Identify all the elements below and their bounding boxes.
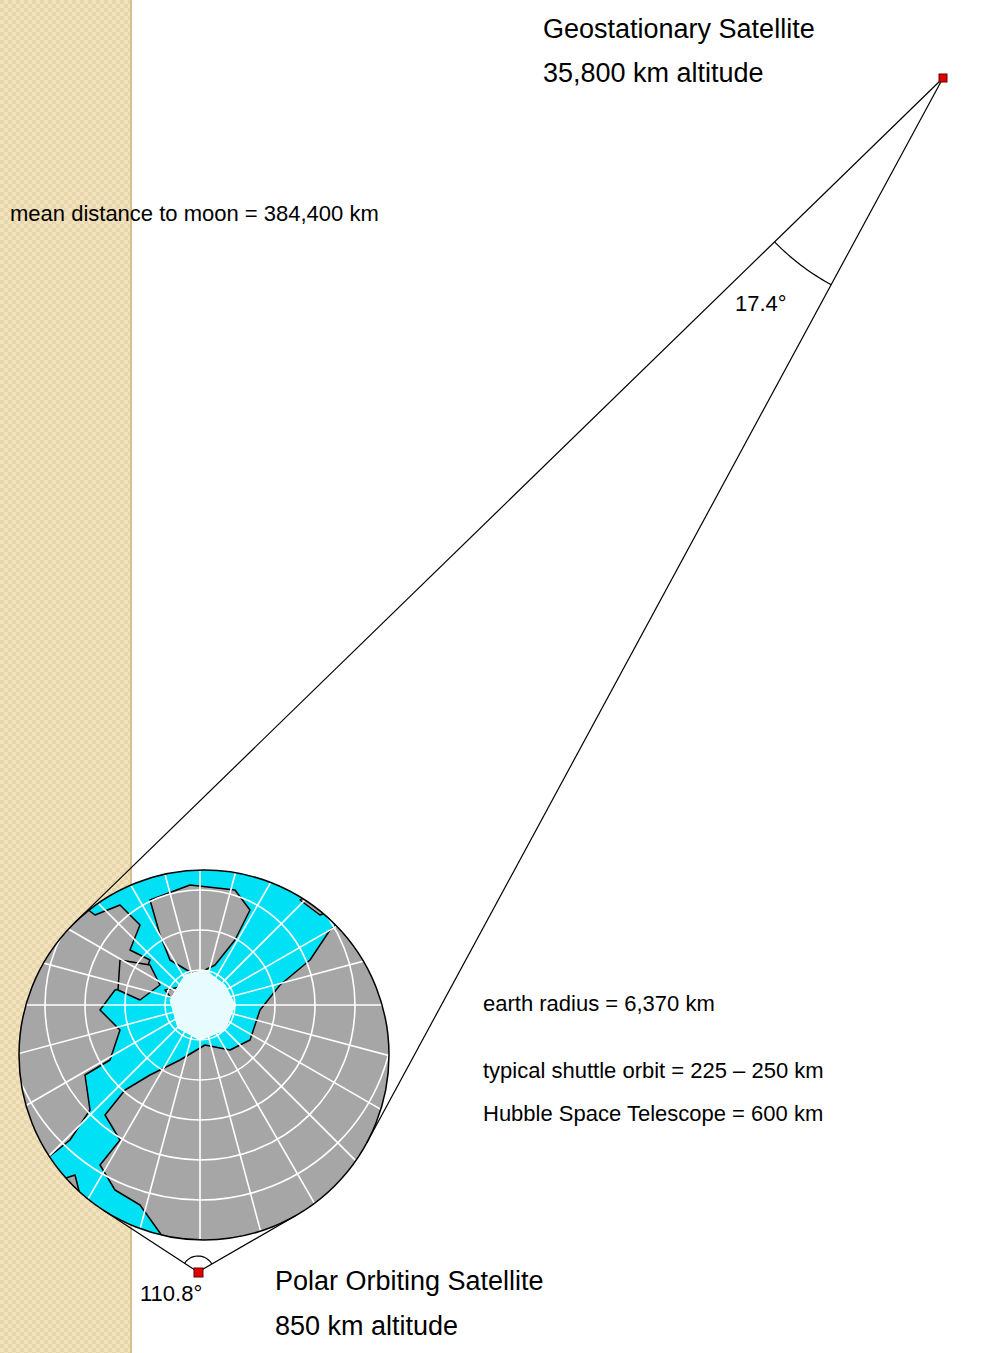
earth-globe (0, 605, 600, 1353)
note-label: Hubble Space Telescope = 600 km (483, 1101, 823, 1126)
angle-arc (775, 242, 832, 285)
view-lines (75, 78, 943, 1272)
view-line (198, 1215, 296, 1272)
view-line (367, 78, 943, 1143)
note-label: earth radius = 6,370 km (483, 991, 715, 1016)
satellite-name: Polar Orbiting Satellite (275, 1266, 544, 1297)
note-label: mean distance to moon = 384,400 km (10, 201, 379, 226)
altitude-label: 35,800 km altitude (543, 58, 764, 89)
view-line (103, 1210, 198, 1272)
satellite-name: Geostationary Satellite (543, 14, 815, 45)
angle-label: 17.4° (735, 291, 787, 316)
altitude-label: 850 km altitude (275, 1311, 458, 1342)
angle-arc (185, 1256, 212, 1264)
geostationary-satellite (939, 74, 947, 82)
angle-label: 110.8° (140, 1281, 202, 1306)
note-label: typical shuttle orbit = 225 – 250 km (483, 1058, 824, 1083)
polar-satellite (194, 1268, 203, 1277)
